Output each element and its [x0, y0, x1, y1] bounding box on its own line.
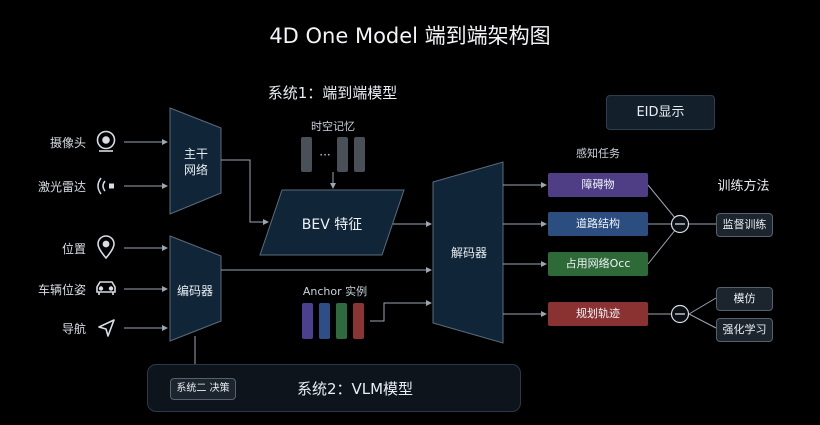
spatio-temporal-memory-label: 时空记忆: [311, 120, 355, 133]
anchor-block-purple: [302, 303, 313, 339]
location-pin-icon: [97, 235, 115, 260]
input-label-vehicle-pose: 车辆位姿: [37, 283, 86, 297]
task-road-structure: 道路结构: [548, 212, 648, 236]
memory-block: [337, 137, 348, 172]
backbone-shape: [169, 107, 222, 215]
encoder-label: 编码器: [176, 284, 213, 298]
input-label-navigation: 导航: [61, 322, 86, 336]
eid-display-box: EID显示: [606, 95, 715, 130]
car-icon: [96, 281, 116, 295]
training-methods-title: 训练方法: [717, 179, 770, 194]
page-title: 4D One Model 端到端架构图: [269, 24, 551, 48]
method-imitation: 模仿: [716, 287, 773, 311]
backbone-label-line1: 主干: [183, 147, 208, 161]
anchor-block-red: [353, 303, 364, 339]
encoder-shape: [169, 235, 222, 342]
task-obstacle: 障碍物: [548, 173, 648, 197]
system1-title: 系统1：端到端模型: [267, 84, 398, 102]
anchor-block-green: [336, 303, 347, 339]
camera-icon: [96, 130, 116, 152]
decoder-shape: [432, 161, 504, 344]
backbone-label-line2: 网络: [183, 163, 208, 177]
task-occupancy: 占用网络Occ: [548, 252, 648, 276]
backbone-label: 主干 网络: [176, 146, 216, 178]
anchor-instance-label: Anchor 实例: [302, 285, 368, 298]
system2-decision-box: 系统二 决策: [170, 378, 236, 400]
bev-shape: [259, 189, 405, 256]
memory-block: [301, 137, 312, 172]
memory-block: [354, 137, 365, 172]
method-supervised-training: 监督训练: [716, 213, 773, 237]
method-reinforcement-learning: 强化学习: [716, 318, 773, 342]
input-label-location: 位置: [61, 242, 86, 256]
input-label-lidar: 激光雷达: [37, 180, 86, 194]
system2-title: 系统2：VLM模型: [296, 380, 414, 398]
input-label-camera: 摄像头: [49, 136, 86, 150]
bev-feature-label: BEV 特征: [301, 217, 363, 233]
planning-trajectory: 规划轨迹: [548, 302, 648, 326]
lidar-icon: [97, 177, 114, 195]
perception-tasks-label: 感知任务: [576, 147, 620, 160]
decoder-label: 解码器: [450, 246, 487, 260]
memory-ellipsis: ···: [319, 148, 331, 162]
navigation-arrow-icon: [98, 319, 115, 337]
anchor-block-blue: [319, 303, 330, 339]
